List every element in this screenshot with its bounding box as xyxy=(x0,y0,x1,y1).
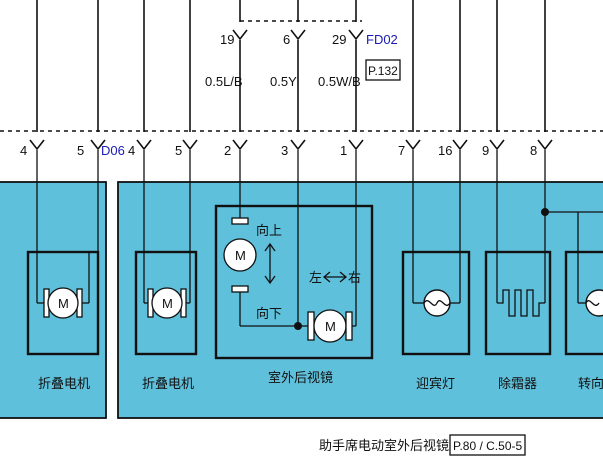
mirror-updown-motor-icon xyxy=(223,217,298,327)
motor-letter-leftright: M xyxy=(325,319,336,334)
left-pin-5: 5 xyxy=(77,143,84,158)
ref-box-top xyxy=(365,59,401,81)
welcome-lamp-icon xyxy=(413,289,460,317)
top-pin-6: 6 xyxy=(283,32,290,47)
top-pin-19: 19 xyxy=(220,32,234,47)
left-pin-4: 4 xyxy=(20,143,27,158)
welcome-lamp-label: 迎宾灯 xyxy=(416,376,455,392)
turn-signal-lamp-icon xyxy=(578,289,603,317)
motor-letter-updown: M xyxy=(235,248,246,263)
footer-ref-box xyxy=(449,434,526,456)
wire-color-2: 0.5Y xyxy=(270,74,297,89)
pin-3: 3 xyxy=(281,143,288,158)
ref-top: P.132 xyxy=(368,64,398,78)
footer-title: 助手席电动室外后视镜 xyxy=(319,438,449,454)
pin-8: 8 xyxy=(530,143,537,158)
mirror-leftright-motor-icon xyxy=(298,306,357,343)
wire-color-3: 0.5W/B xyxy=(318,74,361,89)
defroster-label: 除霜器 xyxy=(498,377,537,392)
mirror-down-label: 向下 xyxy=(256,306,282,322)
top-pin-29: 29 xyxy=(332,32,346,47)
connector-d06-label: D06 xyxy=(101,143,125,158)
fold-motor-left-label: 折叠电机 xyxy=(38,377,90,392)
mirror-right-label: 右 xyxy=(348,271,361,286)
connector-fd02-label: FD02 xyxy=(366,32,398,47)
updown-arrow-icon xyxy=(264,242,276,285)
pin-7: 7 xyxy=(398,143,405,158)
fold-motor-left-motor-icon xyxy=(36,252,90,319)
leftright-arrow-icon xyxy=(322,271,348,283)
turn-signal-label: 转向 xyxy=(578,376,603,392)
mirror-up-label: 向上 xyxy=(256,223,282,239)
pin-1: 1 xyxy=(340,143,347,158)
pin-16: 16 xyxy=(438,143,452,158)
defroster-heater-icon xyxy=(497,289,545,317)
pin-9: 9 xyxy=(482,143,489,158)
mirror-label: 室外后视镜 xyxy=(268,370,333,386)
footer-ref: P.80 / C.50-5 xyxy=(453,439,522,453)
pin-5: 5 xyxy=(175,143,182,158)
d06-pin-arrows xyxy=(29,139,553,151)
pin-4: 4 xyxy=(128,143,135,158)
motor-letter-right: M xyxy=(162,296,173,311)
mirror-left-label: 左 xyxy=(309,271,322,286)
motor-letter-left: M xyxy=(58,296,69,311)
wire-color-1: 0.5L/B xyxy=(205,74,243,89)
pin-2: 2 xyxy=(224,143,231,158)
fold-motor-right-label: 折叠电机 xyxy=(142,377,194,392)
fold-motor-right-motor-icon xyxy=(143,252,191,319)
